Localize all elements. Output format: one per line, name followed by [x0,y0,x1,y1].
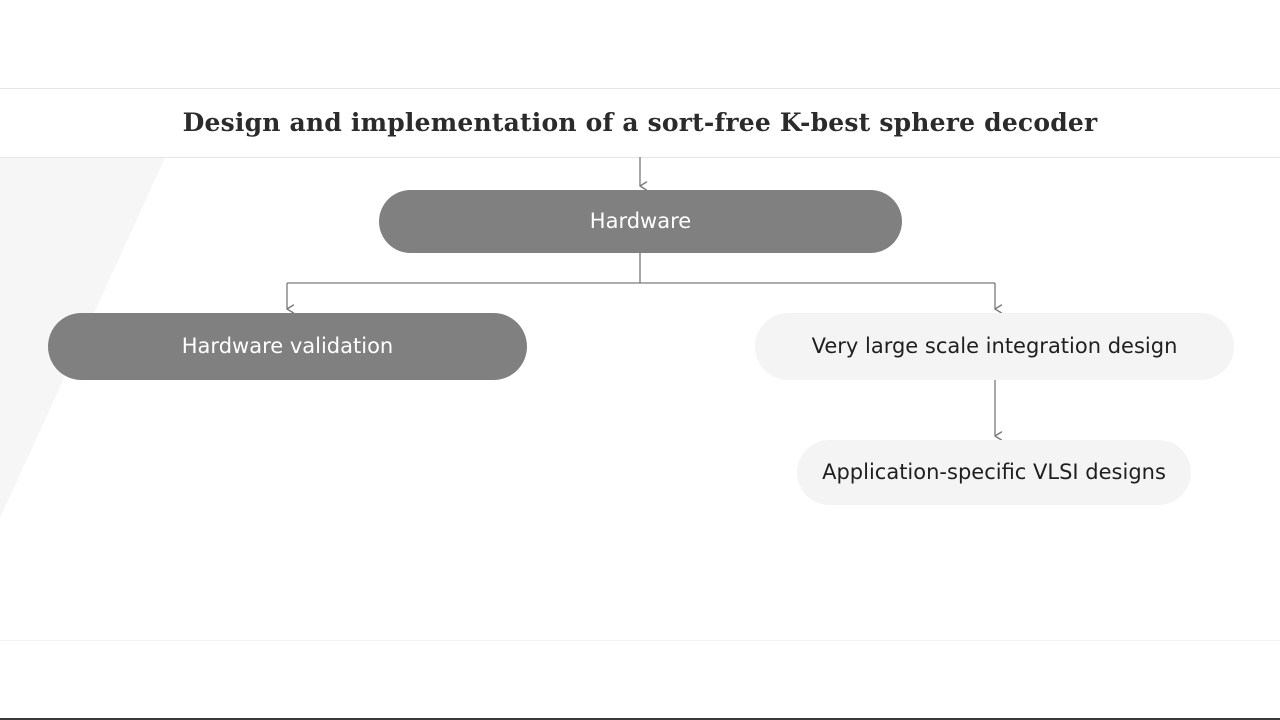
node-asic-designs-label: Application-specific VLSI designs [822,459,1166,484]
node-hardware-label: Hardware [589,208,692,233]
node-vlsi-design-label: Very large scale integration design [811,333,1178,358]
node-hardware-validation[interactable]: Hardware validation [48,313,527,380]
divider-below-title [0,157,1280,158]
node-hardware-validation-label: Hardware validation [181,333,394,358]
page-title-text: Design and implementation of a sort-free… [182,108,1098,137]
edge-hardware-to-children [286,253,1003,314]
bottom-edge-bar [0,718,1280,720]
divider-above-title [0,88,1280,89]
node-asic-designs[interactable]: Application-specific VLSI designs [797,440,1191,505]
node-vlsi-design[interactable]: Very large scale integration design [755,313,1234,380]
node-hardware[interactable]: Hardware [379,190,902,253]
divider-footer [0,640,1280,641]
page-title: Design and implementation of a sort-free… [0,88,1280,157]
